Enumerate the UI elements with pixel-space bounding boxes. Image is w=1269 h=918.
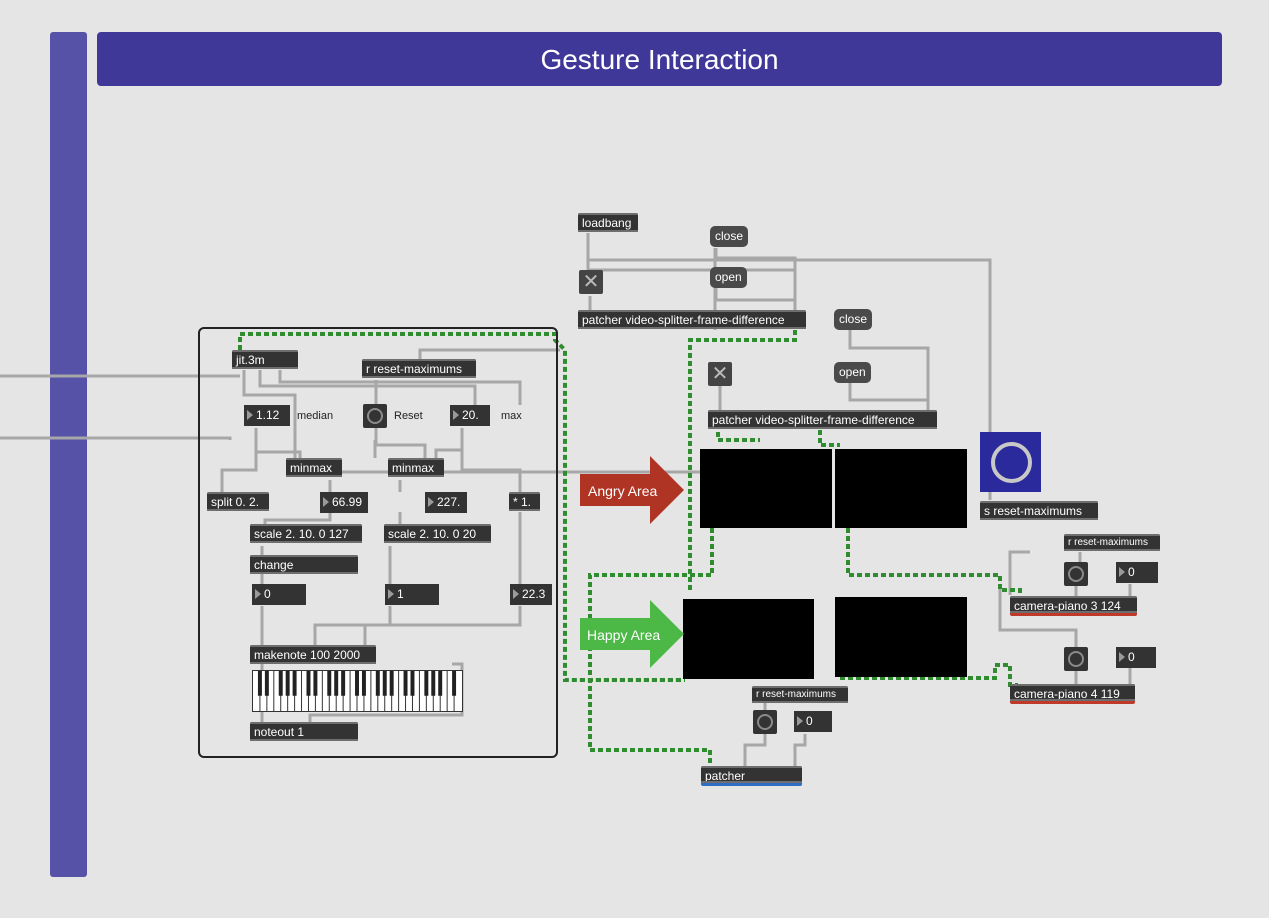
minmax-object-1[interactable]: minmax	[286, 458, 342, 477]
video-display-happy-left	[683, 599, 814, 679]
max-number[interactable]: 20.	[450, 405, 490, 426]
number-0[interactable]: 0	[252, 584, 306, 605]
arrow-right-icon	[580, 600, 684, 668]
happy-area-label: Happy Area	[587, 627, 661, 643]
circle-icon[interactable]	[753, 710, 777, 734]
camera4-number[interactable]: 0	[1116, 647, 1156, 668]
send-reset-maximums[interactable]: s reset-maximums	[980, 501, 1098, 520]
video-display-angry-right	[835, 449, 967, 528]
receive-reset-maximums-3[interactable]: r reset-maximums	[1064, 534, 1160, 551]
number-227[interactable]: 227.	[425, 492, 467, 513]
sidebar	[50, 32, 87, 877]
max-label: max	[501, 410, 522, 422]
angry-area-label: Angry Area	[588, 483, 658, 499]
x-icon[interactable]: ✕	[579, 270, 603, 294]
camera-piano-4[interactable]: camera-piano 4 119	[1010, 684, 1135, 704]
circle-icon[interactable]	[363, 404, 387, 428]
open-message[interactable]: open	[710, 267, 747, 288]
close-message[interactable]: close	[710, 226, 749, 247]
scale-object-2[interactable]: scale 2. 10. 0 20	[384, 524, 491, 543]
circle-icon[interactable]	[1064, 647, 1088, 671]
change-object[interactable]: change	[250, 555, 358, 574]
makenote-object[interactable]: makenote 100 2000	[250, 645, 376, 664]
circle-icon[interactable]	[1064, 562, 1088, 586]
piano-keyboard-icon[interactable]	[252, 670, 463, 712]
noteout-object[interactable]: noteout 1	[250, 722, 358, 741]
bottom-number[interactable]: 0	[794, 711, 832, 732]
split-object[interactable]: split 0. 2.	[207, 492, 269, 511]
scale-object-1[interactable]: scale 2. 10. 0 127	[250, 524, 362, 543]
close-message-2[interactable]: close	[834, 309, 873, 330]
receive-reset-maximums[interactable]: r reset-maximums	[362, 359, 476, 378]
median-number[interactable]: 1.12	[244, 405, 290, 426]
camera3-number[interactable]: 0	[1116, 562, 1158, 583]
page-title: Gesture Interaction	[97, 32, 1222, 86]
reset-bang-button[interactable]	[980, 432, 1041, 492]
arrow-right-icon	[580, 456, 684, 524]
patch-group-frame	[198, 327, 558, 758]
loadbang-object[interactable]: loadbang	[578, 213, 638, 232]
number-1[interactable]: 1	[385, 584, 439, 605]
number-22[interactable]: 22.3	[510, 584, 552, 605]
camera-piano-3[interactable]: camera-piano 3 124	[1010, 596, 1137, 616]
number-66[interactable]: 66.99	[320, 492, 368, 513]
multiply-object[interactable]: * 1.	[509, 492, 540, 511]
median-label: median	[297, 410, 334, 422]
video-display-happy-right	[835, 597, 967, 677]
jit-3m-object[interactable]: jit.3m	[232, 350, 298, 369]
open-message-2[interactable]: open	[834, 362, 871, 383]
reset-label: Reset	[394, 410, 423, 422]
receive-reset-maximums-bottom[interactable]: r reset-maximums	[752, 686, 848, 703]
patcher-video-splitter-1[interactable]: patcher video-splitter-frame-difference	[578, 310, 806, 329]
patcher-object[interactable]: patcher	[701, 766, 802, 786]
patcher-video-splitter-2[interactable]: patcher video-splitter-frame-difference	[708, 410, 937, 429]
video-display-angry-left	[700, 449, 832, 528]
x-icon[interactable]: ✕	[708, 362, 732, 386]
minmax-object-2[interactable]: minmax	[388, 458, 444, 477]
